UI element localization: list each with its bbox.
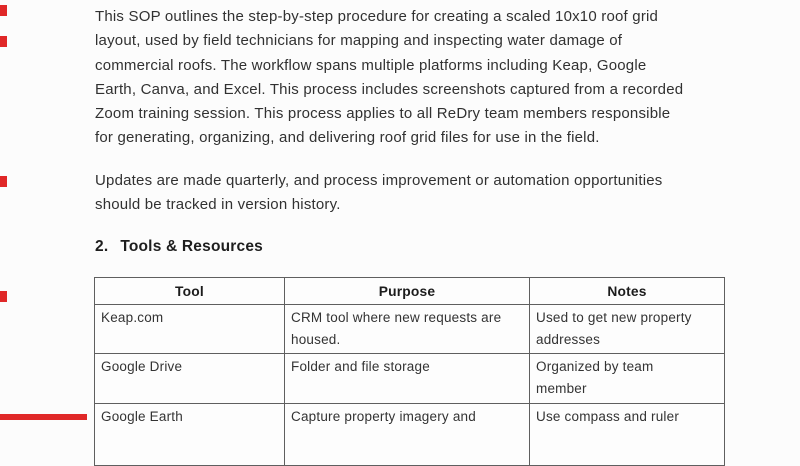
paragraph-line: should be tracked in version history. — [95, 196, 341, 214]
table-cell-line: addresses — [536, 332, 601, 347]
table-cell: Used to get new property addresses — [529, 304, 725, 354]
table-cell-line: Folder and file storage — [291, 359, 430, 374]
intro-paragraph: This SOP outlines the step-by-step proce… — [95, 5, 683, 151]
table-cell-line: Use compass and ruler — [536, 409, 680, 424]
section-number: 2. — [95, 238, 109, 256]
table-cell: Google Drive — [94, 353, 285, 404]
table-cell-line: CRM tool where new requests are — [291, 310, 502, 325]
section-title: Tools & Resources — [120, 238, 263, 256]
paragraph-line: for generating, organizing, and deliveri… — [95, 129, 600, 147]
table-cell-line: member — [536, 381, 587, 396]
table-cell: Organized by team member — [529, 353, 725, 404]
table-cell-line: Used to get new property — [536, 310, 692, 325]
table-cell: Folder and file storage — [284, 353, 530, 404]
edit-marker — [0, 291, 7, 302]
section-heading: 2. Tools & Resources — [95, 235, 683, 259]
table-cell: Google Earth — [94, 403, 285, 466]
paragraph-line: commercial roofs. The workflow spans mul… — [95, 56, 647, 74]
paragraph-line: layout, used by field technicians for ma… — [95, 32, 623, 50]
document-content: This SOP outlines the step-by-step proce… — [95, 5, 683, 259]
paragraph-line: This SOP outlines the step-by-step proce… — [95, 8, 659, 25]
edit-marker — [0, 176, 7, 187]
table-header-cell: Purpose — [284, 277, 530, 305]
edit-marker — [0, 36, 7, 47]
table-cell: Use compass and ruler — [529, 403, 725, 466]
updates-paragraph: Updates are made quarterly, and process … — [95, 169, 683, 218]
table-cell-line: Google Drive — [101, 359, 183, 374]
table-row: Keap.com CRM tool where new requests are h… — [94, 304, 725, 354]
table-cell-line: Organized by team — [536, 359, 654, 374]
table-header-cell: Tool — [94, 277, 285, 305]
table-cell: Keap.com — [94, 304, 285, 354]
edit-marker — [0, 5, 7, 16]
table-header-cell: Notes — [529, 277, 725, 305]
table-cell: CRM tool where new requests are housed. — [284, 304, 530, 354]
table-cell-line: Capture property imagery and — [291, 409, 476, 424]
table-row: Google Earth Capture property imagery and… — [94, 403, 725, 466]
table-cell-line: Keap.com — [101, 310, 164, 325]
table-cell-line: housed. — [291, 332, 341, 347]
video-progress-bar[interactable] — [0, 414, 87, 420]
table-row: Google Drive Folder and file storage Organ… — [94, 353, 725, 404]
document-page: This SOP outlines the step-by-step proce… — [0, 5, 725, 466]
table-cell: Capture property imagery and — [284, 403, 530, 466]
paragraph-line: Zoom training session. This process appl… — [95, 105, 671, 123]
paragraph-line: Earth, Canva, and Excel. This process in… — [95, 80, 684, 98]
paragraph-line: Updates are made quarterly, and process … — [95, 171, 663, 189]
table-cell-line: Google Earth — [101, 409, 183, 424]
